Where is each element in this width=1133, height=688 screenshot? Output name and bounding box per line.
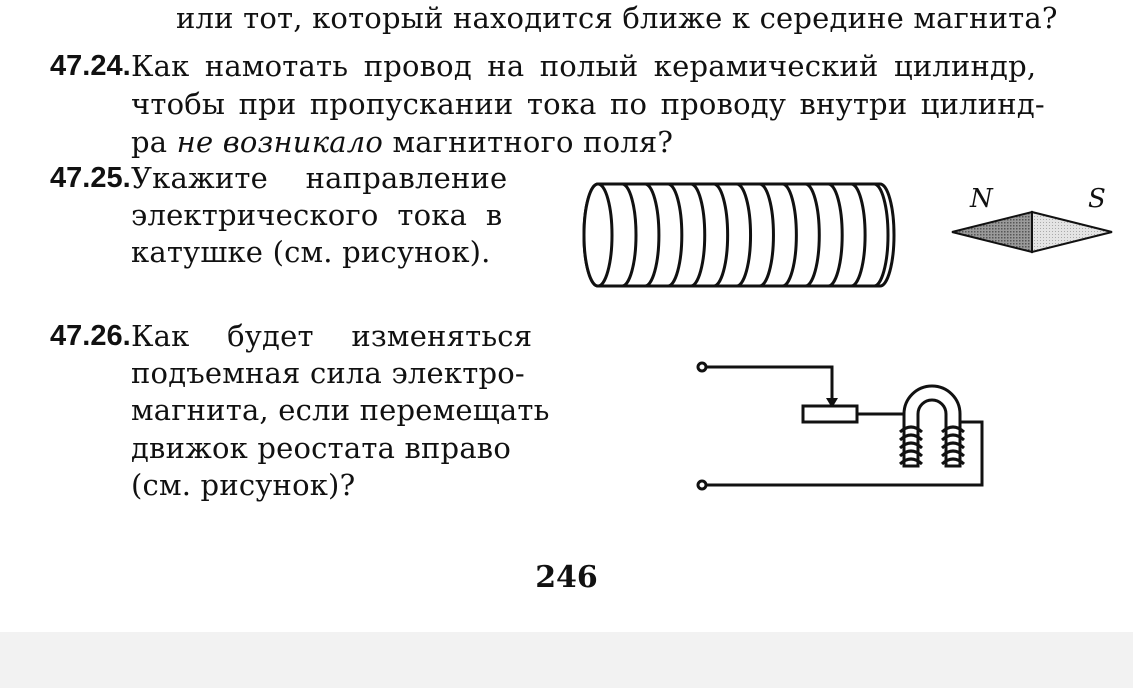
coil-turn	[621, 182, 638, 288]
problem-47-26-line-5: (см. рисунок)?	[131, 468, 356, 502]
left-leg-winding	[898, 433, 924, 442]
coil-turn	[782, 182, 798, 288]
footer-bar	[0, 632, 1133, 688]
carryover-line: или тот, который находится ближе к серед…	[176, 1, 1058, 35]
problem-47-26-line-2: подъемная сила электро-	[131, 356, 525, 390]
left-leg-winding	[898, 441, 924, 450]
magnet-windings	[898, 425, 966, 466]
problem-47-24-emphasis: не возникало	[176, 125, 384, 159]
coil-turn	[667, 182, 684, 288]
page-number: 246	[535, 560, 598, 595]
right-leg-winding	[940, 457, 966, 466]
problem-47-25-line-1: Укажите направление	[131, 161, 508, 195]
bottom-terminal	[696, 479, 708, 491]
left-leg-winding	[898, 457, 924, 466]
problem-number-47-26: 47.26.	[50, 320, 131, 352]
right-leg-winding	[940, 425, 966, 434]
right-leg-winding	[940, 441, 966, 450]
problem-47-24-line-3-start: ра	[131, 125, 177, 159]
rheostat-body	[801, 404, 859, 424]
north-pole-label: N	[969, 184, 994, 214]
coil-end	[582, 182, 614, 288]
electromagnet-circuit-figure	[696, 361, 984, 491]
coil-turns	[582, 182, 896, 288]
coil-turn	[690, 182, 707, 288]
north-pole-half	[951, 210, 1033, 254]
coil-turn	[759, 182, 775, 288]
problem-47-26-line-1: Как будет изменяться	[131, 319, 533, 353]
return-wire	[706, 420, 984, 487]
horseshoe-core	[902, 384, 962, 468]
problem-47-24-line-1: Как намотать провод на полый керамически…	[131, 49, 1037, 83]
problem-47-24-line-3-end: магнитного поля?	[383, 125, 674, 159]
coil-turn	[804, 182, 821, 288]
slider-wire	[706, 365, 834, 402]
left-leg-winding	[898, 425, 924, 434]
south-pole-half	[1031, 210, 1113, 254]
coil-turn	[873, 182, 890, 288]
problem-number-47-25: 47.25.	[50, 162, 131, 194]
coil-figure	[582, 182, 896, 288]
right-leg-winding	[940, 433, 966, 442]
coil-turn	[850, 182, 867, 288]
problem-47-24-line-3: ра не возникало магнитного поля?	[131, 124, 673, 160]
problem-47-24-line-2: чтобы при пропускании тока по проводу вн…	[131, 87, 1045, 121]
right-leg-winding	[940, 449, 966, 458]
top-terminal	[696, 361, 708, 373]
south-pole-label: S	[1088, 184, 1106, 214]
slider-arrow	[826, 398, 838, 408]
coil-turn	[827, 182, 844, 288]
compass-needle-figure: N S	[951, 184, 1113, 254]
problem-number-47-24: 47.24.	[50, 50, 131, 82]
left-leg-winding	[898, 449, 924, 458]
problem-47-25-line-3: катушке (см. рисунок).	[131, 235, 491, 269]
coil-turn	[736, 182, 753, 288]
problem-47-25-line-2: электрического тока в	[131, 198, 503, 232]
problem-47-26-line-3: магнита, если перемещать	[131, 393, 550, 427]
coil-turn	[713, 182, 730, 288]
problem-47-26-line-4: движок реостата вправо	[131, 431, 511, 465]
coil-turn	[644, 182, 661, 288]
